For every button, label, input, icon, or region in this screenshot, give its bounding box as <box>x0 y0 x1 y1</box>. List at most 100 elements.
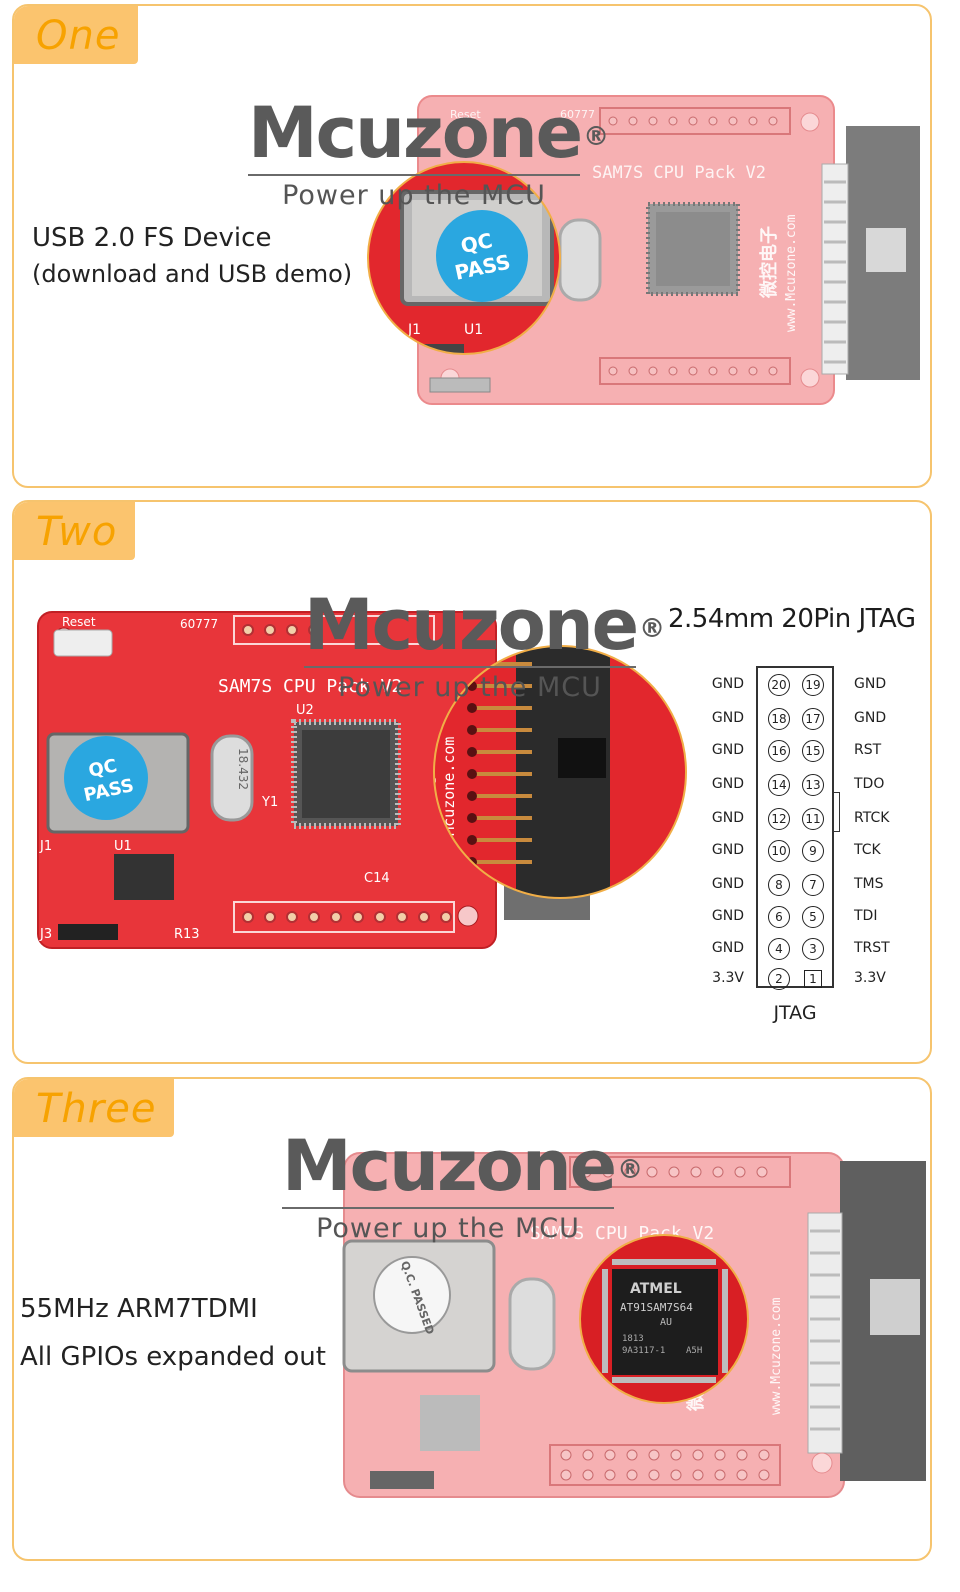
board-model-text: SAM7S CPU Pack V2 <box>592 163 766 183</box>
svg-text:U1: U1 <box>114 839 132 854</box>
board-code-text: 60777 <box>560 108 595 121</box>
jtag-pin-even: 18 <box>768 708 790 730</box>
jtag-pin-1-square: 1 <box>804 970 822 988</box>
logo-tagline: Power up the MCU <box>316 1213 580 1244</box>
chip-part: AT91SAM7S64 <box>620 1301 693 1314</box>
board-reset-text: Reset <box>450 108 481 121</box>
svg-text:R13: R13 <box>174 927 200 942</box>
panel-tag-two: Two <box>14 502 136 560</box>
jtag-pin-even: 6 <box>768 906 790 928</box>
jtag-left-label: GND <box>711 940 744 956</box>
registered-mark: ® <box>583 122 609 152</box>
jtag-zoom-circle: www.Mcuzone.com 微控电子 <box>433 645 687 899</box>
caption-line-1: USB 2.0 FS Device <box>32 223 272 253</box>
jtag-left-label: GND <box>711 810 744 826</box>
chip-brand: ATMEL <box>630 1281 682 1297</box>
logo-divider <box>282 1207 614 1209</box>
svg-text:Y1: Y1 <box>261 795 278 810</box>
logo-brand: Mcuzone® <box>304 590 665 660</box>
jtag-pin-odd: 13 <box>802 774 824 796</box>
panel-tag-label: One <box>36 13 121 59</box>
board-site-text-3: www.Mcuzone.com <box>769 1297 784 1415</box>
jtag-pin-odd: 15 <box>802 740 824 762</box>
board-model-label: SAM7S CPU Pack V2 <box>218 676 402 697</box>
mcuzone-logo: Mcuzone® Power up the MCU <box>282 1131 643 1244</box>
zoom-site-text: www.Mcuzone.com <box>440 737 458 872</box>
jtag-pin-odd: 5 <box>802 906 824 928</box>
board-code-label: 60777 <box>180 617 218 631</box>
logo-brand-text: Mcuzone <box>282 1125 617 1207</box>
caption-line-1: 55MHz ARM7TDMI <box>20 1294 258 1324</box>
reset-label: Reset <box>62 615 96 629</box>
logo-brand-text: Mcuzone <box>304 584 639 666</box>
panel-tag-label: Two <box>36 509 118 555</box>
chip-suffix: AU <box>660 1317 672 1328</box>
jtag-right-label: TDO <box>854 776 885 792</box>
svg-text:J1: J1 <box>407 322 421 338</box>
mcu-caption: 55MHz ARM7TDMI All GPIOs expanded out <box>20 1285 326 1381</box>
svg-text:J1: J1 <box>39 839 52 854</box>
jtag-title: 2.54mm 20Pin JTAG <box>668 604 916 634</box>
svg-text:J3: J3 <box>39 927 52 942</box>
jtag-pin-even: 20 <box>768 674 790 696</box>
jtag-right-label: TMS <box>854 876 884 892</box>
jtag-left-label: GND <box>711 842 744 858</box>
jtag-left-label: GND <box>711 676 744 692</box>
logo-tagline: Power up the MCU <box>338 672 602 703</box>
jtag-pin-even: 4 <box>768 938 790 960</box>
usb-zoom-circle: QC PASS J1 U1 <box>367 161 561 355</box>
logo-brand: Mcuzone® <box>282 1131 643 1201</box>
jtag-pin-odd: 11 <box>802 808 824 830</box>
jtag-left-label: 3.3V <box>712 970 744 986</box>
panel-tag-one: One <box>14 6 139 64</box>
jtag-left-label: GND <box>711 742 744 758</box>
board-image-two: Reset 60777 SAM7S CPU Pack V2 QC PASS 18… <box>37 611 590 949</box>
panel-three: Three SAM7S CPU Pack V2 Q.C. PASSED 微控电子… <box>12 1077 932 1561</box>
jtag-right-label: 3.3V <box>854 970 886 986</box>
chip-lot: 9A3117-1 <box>622 1346 665 1356</box>
caption-line-2: All GPIOs expanded out <box>20 1342 326 1372</box>
chip-code: A5H <box>686 1346 702 1356</box>
jtag-right-label: TRST <box>854 940 890 956</box>
jtag-pin-even: 2 <box>768 968 790 990</box>
jtag-right-label: RTCK <box>854 810 890 826</box>
panel-tag-three: Three <box>14 1079 175 1137</box>
jtag-rtck-bracket <box>834 792 840 832</box>
caption-line-2: (download and USB demo) <box>32 260 353 288</box>
board-site-text: www.Mcuzone.com <box>784 214 799 332</box>
board-cn-name: 微控电子 <box>758 226 780 299</box>
jtag-caption: JTAG <box>773 1002 817 1024</box>
logo-brand: Mcuzone® <box>248 98 609 168</box>
jtag-right-label: TCK <box>854 842 881 858</box>
jtag-left-label: GND <box>711 876 744 892</box>
svg-text:U2: U2 <box>296 703 314 718</box>
panel-tag-label: Three <box>36 1086 157 1132</box>
usb-caption: USB 2.0 FS Device (download and USB demo… <box>32 220 352 292</box>
jtag-pin-even: 10 <box>768 840 790 862</box>
jtag-header-box <box>756 666 834 988</box>
jtag-right-label: TDI <box>854 908 878 924</box>
panel-two: Two Reset 60777 SAM7S CPU Pack V2 QC PAS… <box>12 500 932 1064</box>
panel-one: One SAM7S CPU Pack V2 60777 Reset www.Mc… <box>12 4 932 488</box>
svg-text:C14: C14 <box>364 871 390 886</box>
mcu-zoom-circle: ATMEL AT91SAM7S64 AU 1813 9A3117-1 A5H <box>579 1234 749 1404</box>
logo-tagline: Power up the MCU <box>282 180 546 211</box>
crystal-label: 18.432 <box>236 748 250 790</box>
jtag-right-label: RST <box>854 742 882 758</box>
jtag-right-label: GND <box>854 676 887 692</box>
mcuzone-logo: Mcuzone® Power up the MCU <box>248 98 609 211</box>
jtag-right-label: GND <box>854 710 887 726</box>
logo-brand-text: Mcuzone <box>248 92 583 174</box>
registered-mark: ® <box>639 614 665 644</box>
jtag-pin-odd: 7 <box>802 874 824 896</box>
logo-divider <box>304 666 636 668</box>
